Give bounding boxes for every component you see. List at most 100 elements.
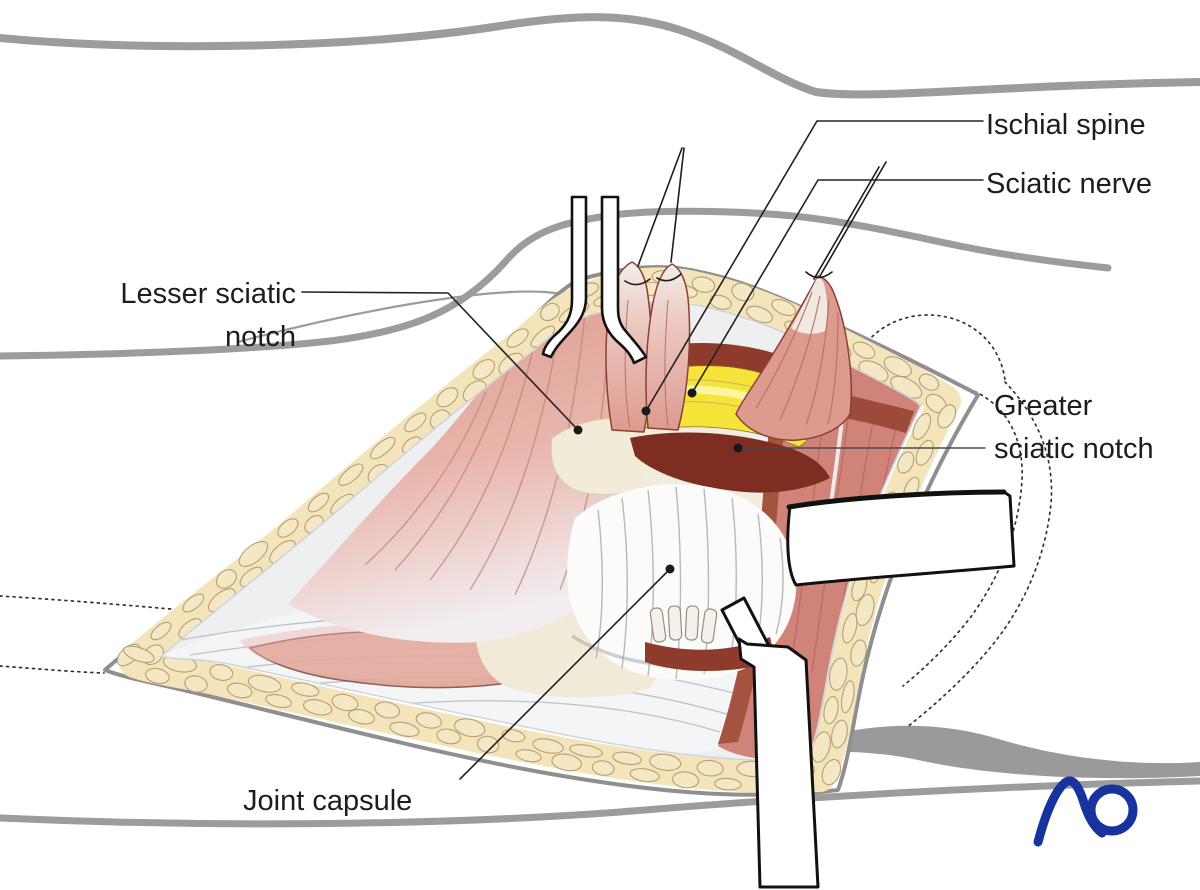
fat-lobule xyxy=(265,694,292,708)
suture-bite-mid xyxy=(656,273,682,282)
fat-lobule xyxy=(501,729,526,743)
stump-right xyxy=(645,263,691,431)
fat-lobule xyxy=(369,436,396,460)
fat-lobule xyxy=(551,753,582,772)
fat-lobule xyxy=(842,613,858,644)
retractor-blade-right xyxy=(786,490,1016,587)
fat-lobule xyxy=(303,699,333,716)
fat-lobule xyxy=(840,680,855,714)
label-greater-sciatic-line1: Greater xyxy=(994,390,1093,422)
fat-lobule xyxy=(436,387,459,408)
label-greater-sciatic-line2: sciatic notch xyxy=(994,433,1154,465)
fat-lobule xyxy=(883,356,912,378)
fat-lobule xyxy=(515,749,542,763)
ao-logo xyxy=(1033,776,1138,847)
fat-lobule xyxy=(912,413,932,440)
fat-lobule xyxy=(746,305,773,324)
fat-lobule xyxy=(612,751,642,766)
retractor-prong-left xyxy=(541,195,588,359)
fat-lobule xyxy=(852,341,876,360)
skin-shadow-swoosh xyxy=(786,725,1200,779)
fat-lobule xyxy=(374,701,401,719)
fat-lobule xyxy=(307,492,330,513)
fat-lobule xyxy=(506,328,529,348)
suture-bite-piriformis xyxy=(805,271,833,279)
dot-sciatic-nerve xyxy=(687,388,697,398)
dotted-line-left-lower xyxy=(0,665,105,674)
ao-logo-o xyxy=(1086,784,1138,836)
fat-lobule xyxy=(672,771,700,789)
fat-lobule xyxy=(453,718,486,738)
dot-joint-capsule xyxy=(665,564,675,574)
fat-lobule xyxy=(850,639,867,667)
fat-lobule xyxy=(404,412,427,433)
fat-lobule xyxy=(247,674,282,693)
retractor-bottom-handle xyxy=(737,637,820,889)
fat-lobule xyxy=(215,569,237,589)
skin-fold-top xyxy=(0,13,1200,99)
fat-lobule xyxy=(277,518,299,538)
fat-lobule xyxy=(540,302,560,322)
fat-lobule xyxy=(472,359,495,380)
dotted-flap-loop xyxy=(859,314,1006,381)
fat-lobule xyxy=(331,693,359,712)
piriformis-tip-highlight xyxy=(791,276,828,334)
retractors xyxy=(541,195,1016,889)
fat-lobule xyxy=(649,753,682,771)
label-ischial-spine: Ischial spine xyxy=(986,109,1146,141)
dot-lesser-notch xyxy=(573,425,583,435)
fat-lobule xyxy=(291,682,320,697)
fat-lobule xyxy=(209,664,234,681)
capsule-cut-tabs xyxy=(649,605,718,644)
fat-lobule xyxy=(823,696,839,725)
fat-lobule xyxy=(436,728,461,745)
fat-lobule xyxy=(918,373,940,391)
fat-lobule xyxy=(915,439,934,466)
fat-lobule xyxy=(182,593,205,613)
fat-lobule xyxy=(238,540,269,568)
label-lesser-sciatic-notch: Lesser sciatic notch xyxy=(58,273,296,359)
fat-lobule xyxy=(830,719,848,749)
leader-joint-capsule xyxy=(459,568,671,780)
piriformis-stump xyxy=(735,275,852,441)
fat-lobule xyxy=(897,451,915,474)
fat-lobule xyxy=(691,276,716,293)
fat-lobule xyxy=(771,298,797,317)
dotted-flap-right xyxy=(905,381,1053,729)
skin-fold-bottom xyxy=(0,777,1200,828)
label-greater-sciatic-notch: Greater sciatic notch xyxy=(994,385,1154,471)
fat-lobule xyxy=(226,682,253,699)
fat-lobule xyxy=(696,759,724,777)
label-sciatic-nerve: Sciatic nerve xyxy=(986,168,1153,200)
stump-striations xyxy=(624,299,669,429)
dotted-flap-inner xyxy=(863,353,1023,687)
fat-lobule xyxy=(532,738,564,754)
dot-greater-notch xyxy=(733,443,743,453)
fat-lobule xyxy=(714,777,742,791)
fat-lobule xyxy=(828,657,848,691)
suture-threads xyxy=(624,147,887,286)
fat-lobule xyxy=(184,675,208,693)
fat-lobule xyxy=(629,768,660,783)
leader-ischial-spine xyxy=(645,120,984,412)
leader-lines xyxy=(301,120,986,780)
fat-lobule xyxy=(591,760,615,776)
label-joint-capsule: Joint capsule xyxy=(243,785,413,817)
fat-lobule xyxy=(821,758,842,786)
label-lesser-sciatic-line1: Lesser sciatic xyxy=(120,278,296,310)
fat-lobule xyxy=(389,721,420,737)
fat-lobule xyxy=(709,294,732,310)
label-lesser-sciatic-line2: notch xyxy=(225,321,296,353)
fat-lobule xyxy=(937,404,957,429)
leader-lesser-notch xyxy=(301,291,579,431)
fat-lobule xyxy=(145,667,170,685)
fat-lobule xyxy=(150,621,172,641)
fat-lobule xyxy=(855,593,875,627)
retractor-blade-top-edge xyxy=(786,489,1007,510)
skin-outline xyxy=(0,13,1200,828)
dot-ischial-spine xyxy=(641,406,651,416)
suture-bite-left xyxy=(624,278,651,286)
piriformis-striations xyxy=(755,291,839,426)
leader-dots xyxy=(573,388,743,574)
